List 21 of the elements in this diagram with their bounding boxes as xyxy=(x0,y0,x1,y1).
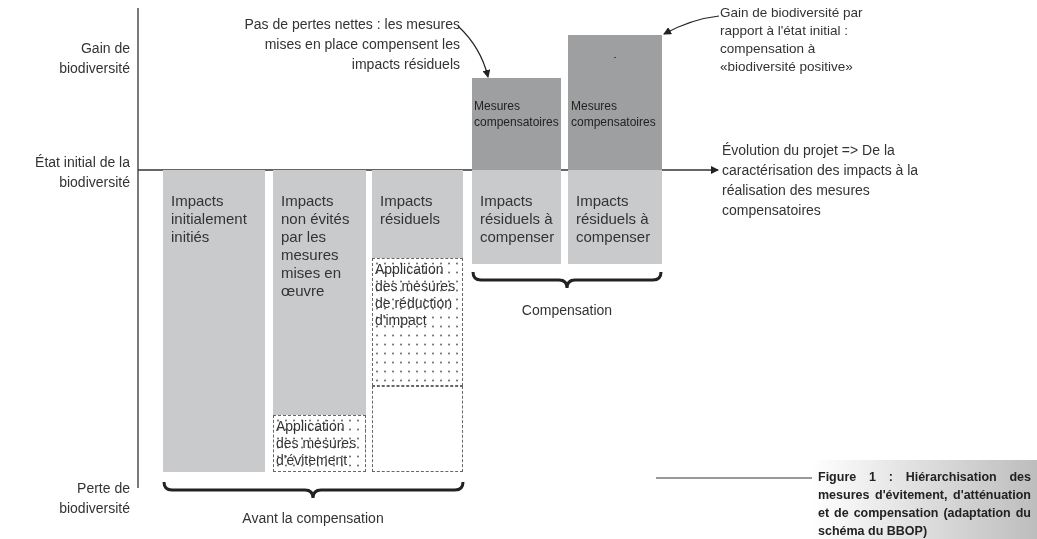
axis-label: Évolution du projet => De la caractérisation des impacts à la réalisation des mesures compensatoires xyxy=(722,141,920,220)
impact-bar: Impacts non évités par les mesures mises en œuvre xyxy=(273,170,366,415)
impact-bar: Impacts résiduels à compenser xyxy=(568,170,662,264)
arrow xyxy=(663,15,720,35)
compensation-bar: Mesures compensatoires xyxy=(568,35,662,170)
impact-bar: Impacts résiduels xyxy=(372,170,463,258)
axis-label: État initial de la biodiversité xyxy=(34,153,130,192)
axis-label: Perte de biodiversité xyxy=(58,479,130,518)
dashed-dotted-box: Application des mesures de réduction d'impact xyxy=(372,258,463,386)
impact-bar: Impacts initialement initiés xyxy=(163,170,265,472)
compensation-bar: Mesures compensatoires xyxy=(472,78,561,170)
dashed-dotted-box: Application des mesures d'évitement xyxy=(273,415,366,472)
brace-label: Compensation xyxy=(520,301,614,320)
annotation: Pas de pertes nettes : les mesures mises en place compensent les impacts résiduels xyxy=(236,14,460,76)
annotation: Gain de biodiversité par rapport à l'état initial : compensation à «biodiversité positive» xyxy=(720,4,880,78)
brace-label: Avant la compensation xyxy=(241,509,385,528)
caption: Figure 1 : Hiérarchisation des mesures d'évitement, d'atténuation et de compensation (adaptation du schéma du BBOP) xyxy=(818,469,1031,539)
axis-label: Gain de biodiversité xyxy=(58,39,130,78)
dashed-box xyxy=(372,386,463,472)
arrow xyxy=(457,25,491,78)
impact-bar: Impacts résiduels à compenser xyxy=(472,170,561,264)
